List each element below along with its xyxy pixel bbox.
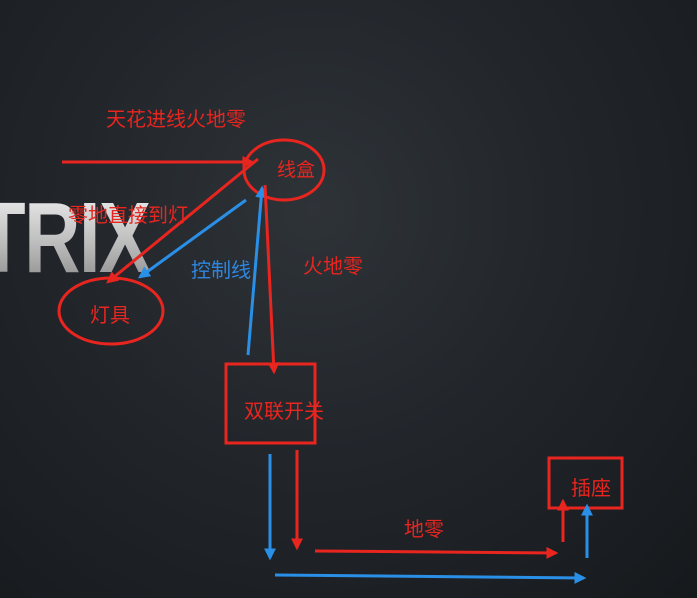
label-neutral-ground-direct: 零地直接到灯 <box>68 203 188 227</box>
to-socket-red-arrow <box>314 546 559 559</box>
logo-text: TRIX <box>0 188 151 288</box>
box-to-lamp-red-arrow <box>106 157 259 284</box>
label-ceiling-in: 天花进线火地零 <box>106 107 246 131</box>
label-double-switch: 双联开关 <box>244 399 324 423</box>
switch-to-box-blue-arrow <box>246 185 268 356</box>
label-ground-neutral: 地零 <box>404 517 444 541</box>
box-to-switch-red-arrow <box>263 184 280 375</box>
box-to-lamp-blue-arrow <box>138 198 247 279</box>
label-lamp: 灯具 <box>90 303 130 327</box>
label-socket: 插座 <box>571 476 611 500</box>
to-socket-blue-arrow <box>274 571 587 584</box>
label-live-ground-neutral: 火地零 <box>303 254 363 278</box>
label-junction-box: 线盒 <box>277 159 316 181</box>
label-control-line: 控制线 <box>191 258 251 282</box>
